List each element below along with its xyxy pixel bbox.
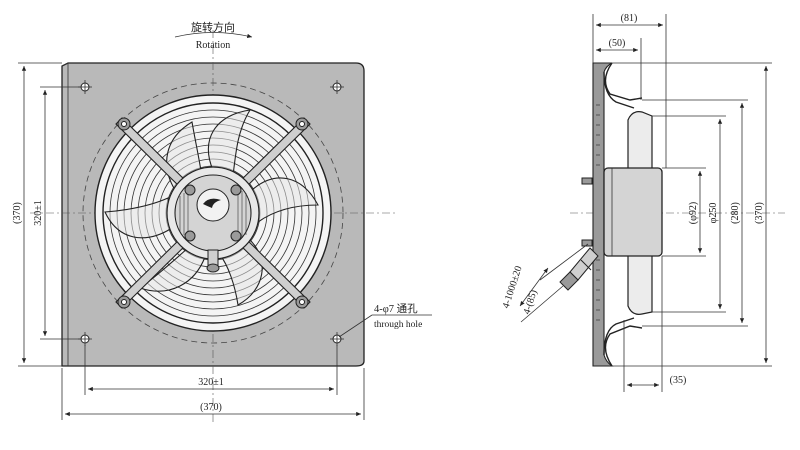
dim-motor-diameter: (φ92)	[688, 202, 699, 224]
dim-overall-height: (370)	[12, 202, 23, 224]
dim-hole-pitch-vertical: 320±1	[33, 200, 44, 226]
front-view: 旋转方向 Rotation (370) 320±1 320±1 (370) 4-…	[12, 20, 432, 425]
side-view: (81) (50) (35) (φ92) φ250 (280) (370) 4-…	[501, 13, 785, 392]
strut-bolts	[117, 117, 309, 309]
dim-hole-pitch-horizontal: 320±1	[198, 377, 224, 388]
holes-callout: 4-φ7 通孔	[374, 302, 418, 315]
dim-guard-diameter: (280)	[730, 202, 741, 224]
dim-motor-depth: (35)	[670, 375, 687, 386]
dim-total-depth: (81)	[621, 13, 638, 24]
dim-guard-depth: (50)	[609, 38, 626, 49]
rotation-label-en: Rotation	[196, 40, 230, 51]
side-grille	[596, 104, 600, 321]
dim-blade-diameter: φ250	[708, 203, 719, 224]
holes-callout-en: through hole	[374, 320, 422, 330]
mounting-holes	[78, 80, 344, 346]
rotation-label-cn: 旋转方向	[191, 20, 235, 34]
side-motor-body	[603, 167, 663, 257]
cable-gland	[559, 247, 599, 291]
support-struts	[115, 117, 311, 309]
dim-cable-gland: 4-(85)	[522, 289, 540, 316]
brand-logo	[203, 198, 221, 208]
dim-overall-width: (370)	[200, 402, 222, 413]
fan-blades	[104, 109, 319, 306]
rotation-arrow	[174, 32, 253, 39]
dim-frame-height: (370)	[754, 202, 765, 224]
dim-cable-length: 4-1000±20	[501, 265, 525, 310]
